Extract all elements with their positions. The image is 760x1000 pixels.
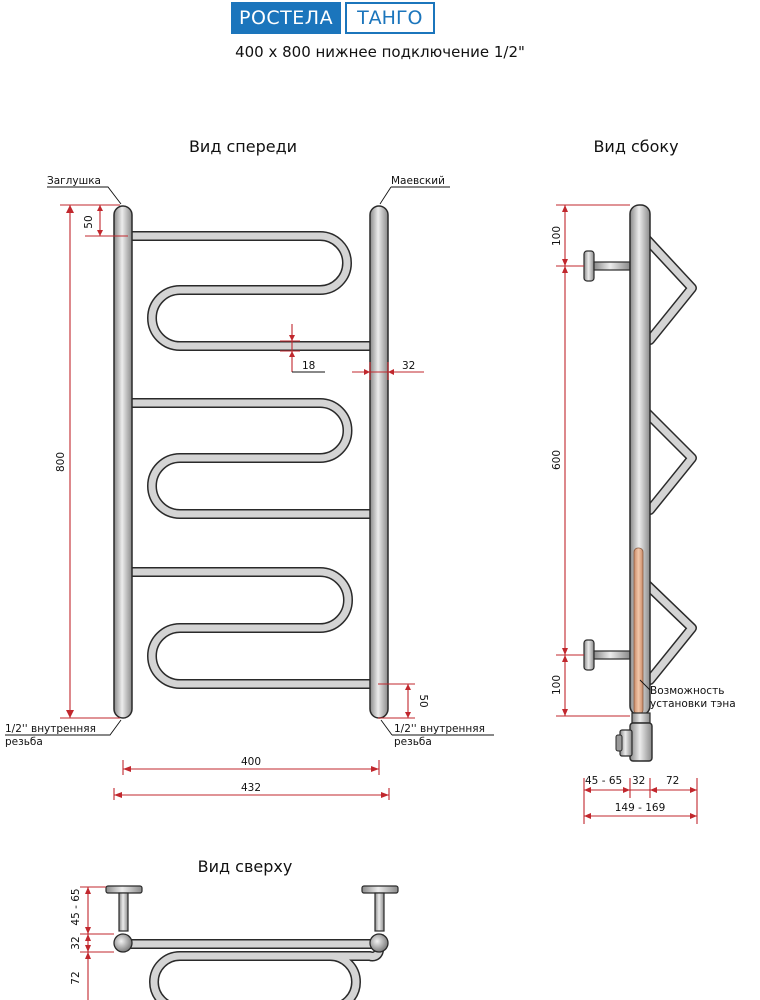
heater-housing [615,712,653,762]
dim-front-50-bottom: 50 [417,694,429,707]
thread-left-label-2: резьба [5,736,43,748]
wall-bracket-top [583,250,631,282]
front-view-drawing [113,205,389,719]
page-subtitle: 400 x 800 нижнее подключение 1/2" [235,43,525,61]
thread-right-label-1: 1/2'' внутренняя [394,723,485,735]
dim-side-45-65: 45 - 65 [585,775,622,787]
heating-element [633,547,644,715]
dim-front-800: 800 [55,452,67,472]
side-dimensions [556,204,698,824]
heater-label-1: Возможность [650,685,724,697]
dim-side-72: 72 [666,775,679,787]
model-name: ТАНГО [345,2,435,34]
top-dimensions [80,886,114,1000]
brand-logo: РОСТЕЛА ТАНГО [231,2,435,34]
side-view-drawing [583,204,697,762]
dim-front-18: 18 [302,360,315,372]
front-dimensions [60,204,424,800]
right-riser-pipe [369,205,389,719]
dim-front-400: 400 [241,756,261,768]
dim-side-600: 600 [551,450,563,470]
dim-side-100-top: 100 [551,226,563,246]
left-riser-pipe [113,205,133,719]
wall-bracket-bottom [583,639,631,671]
thread-left-label-1: 1/2'' внутренняя [5,723,96,735]
plug-label: Заглушка [47,175,101,187]
dim-front-432: 432 [241,782,261,794]
heater-label-2: установки тэна [650,698,736,710]
top-view-drawing [105,885,399,1000]
thread-right-label-2: резьба [394,736,432,748]
front-view-title: Вид спереди [189,137,297,156]
mayevsky-label: Маевский [391,175,445,187]
dim-top-72: 72 [70,971,82,984]
top-view-title: Вид сверху [198,857,293,876]
dim-front-32: 32 [402,360,415,372]
dim-side-32: 32 [632,775,645,787]
dim-top-45-65: 45 - 65 [70,888,82,925]
dim-front-50-top: 50 [83,215,95,228]
dim-side-100-bottom: 100 [551,675,563,695]
dim-top-32: 32 [70,936,82,949]
side-view-title: Вид сбоку [593,137,678,156]
brand-name: РОСТЕЛА [231,2,342,34]
dim-side-149-169: 149 - 169 [615,802,666,814]
